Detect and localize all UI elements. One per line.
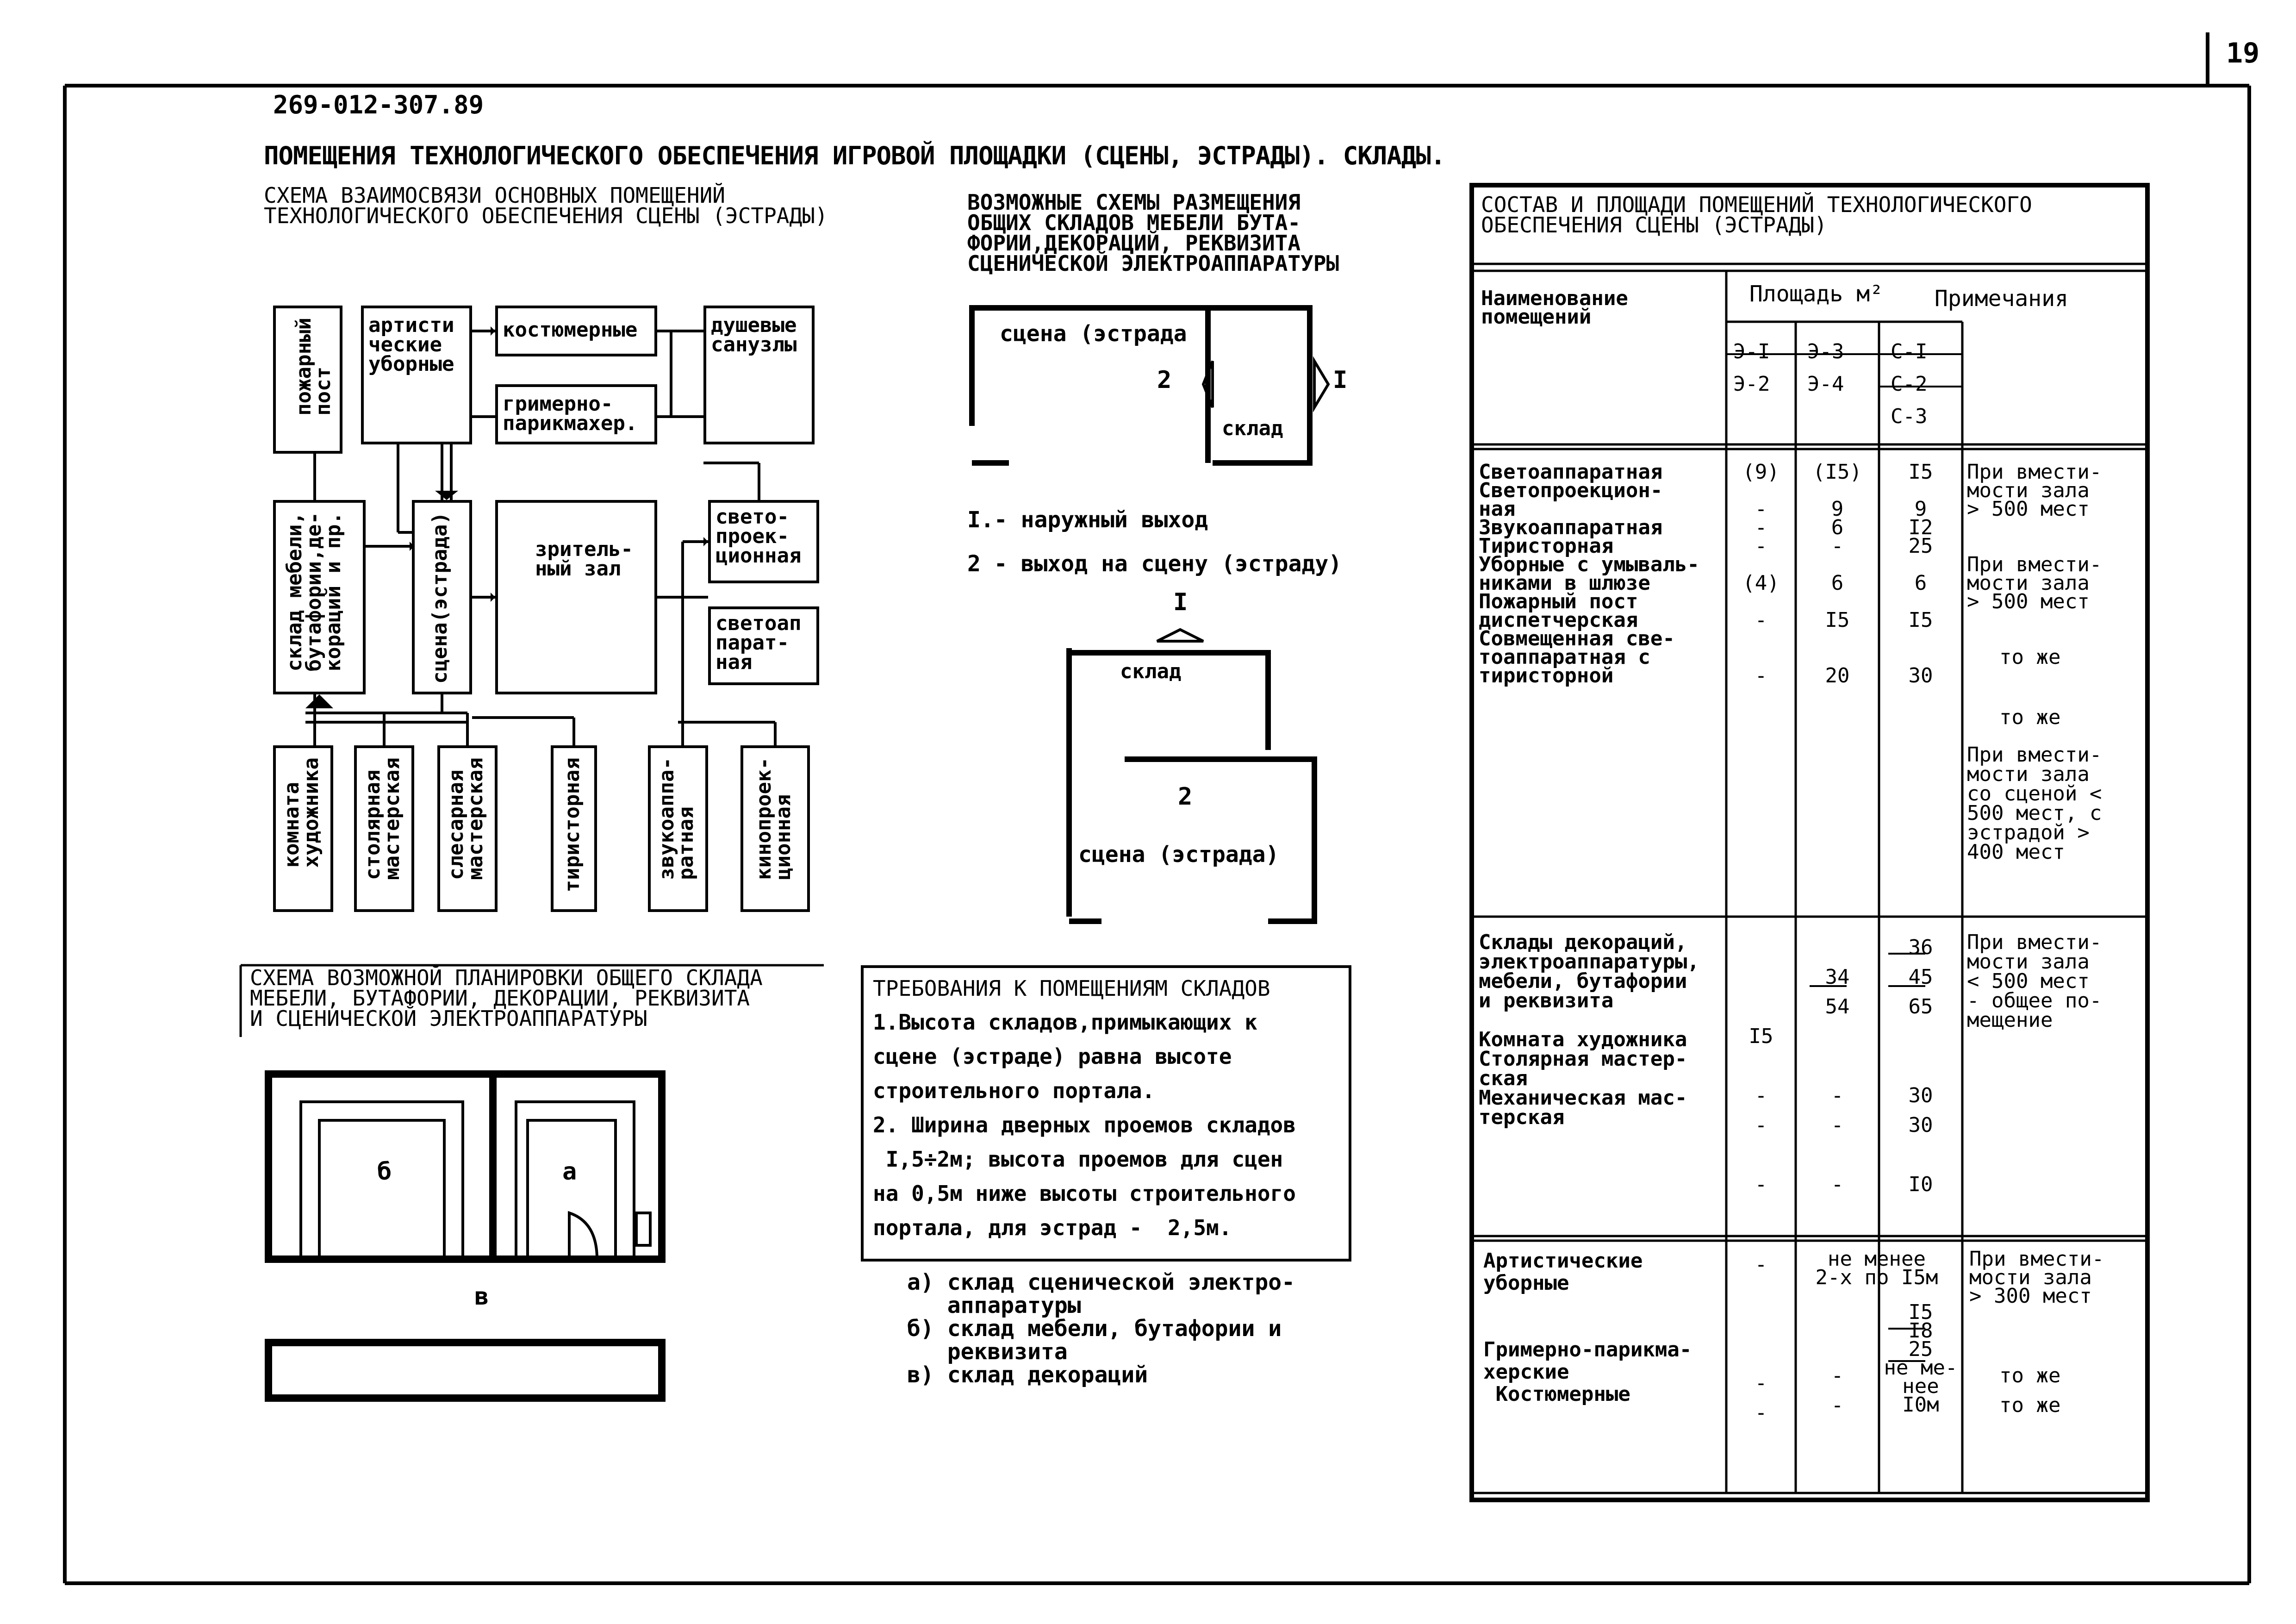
requirements-text: 1.Высота складов,примыкающих к сцене (эс… (873, 1010, 1296, 1240)
scheme3-title: СХЕМА ВОЗМОЖНОЙ ПЛАНИРОВКИ ОБЩЕГО СКЛАДА… (250, 965, 763, 1031)
header-area: Площадь м² (1749, 281, 1883, 307)
group3-note-2: то же то же (1999, 1364, 2061, 1417)
group1-note-2: При вмести- мости зала > 500 мест (1967, 553, 2102, 613)
room-thyristor: тиристорная (551, 745, 597, 912)
scheme2-stage2-label: сцена (эстрада) (1078, 842, 1279, 868)
room-cinema-projection: кинопроек- ционная (740, 745, 810, 912)
scheme2-store-label: склад (1222, 417, 1283, 440)
room-artist-dressing: артисти ческие уборные (361, 306, 472, 444)
group1-names: Светоаппаратная Светопроекцион- ная Звук… (1479, 460, 1699, 687)
group2-note: При вмести- мости зала < 500 мест - обще… (1967, 931, 2102, 1032)
scheme2-legend-2: 2 - выход на сцену (эстраду) (967, 551, 1342, 577)
scheme3-room-v-label: в (474, 1283, 489, 1311)
group1-col1: (9) - - - (4) - - (1742, 460, 1780, 687)
room-label: душевые санузлы (711, 313, 797, 356)
room-carpentry: столярная мастерская (354, 745, 414, 912)
scheme2-exit2-label: 2 (1157, 366, 1172, 394)
room-label: гримерно- парикмахер. (503, 392, 638, 435)
page-number: 19 (2226, 37, 2260, 69)
room-costume: костюмерные (495, 306, 657, 356)
group3-names: Артистические уборные Гримерно-парикма- … (1483, 1249, 1692, 1406)
room-light-apparatus: светоап парат- ная (708, 606, 819, 685)
scheme2-top-exit-label: I (1173, 588, 1188, 616)
room-label: артисти ческие уборные (368, 313, 454, 376)
room-shower: душевые санузлы (703, 306, 815, 444)
requirements-title: ТРЕБОВАНИЯ К ПОМЕЩЕНИЯМ СКЛАДОВ (873, 976, 1270, 1001)
requirements-legend: а) склад сценической электро- аппаратуры… (907, 1269, 1295, 1388)
scheme3-room-b-label: б (377, 1158, 392, 1186)
table-title: СОСТАВ И ПЛОЩАДИ ПОМЕЩЕНИЙ ТЕХНОЛОГИЧЕСК… (1481, 192, 2032, 237)
group2-names: Склады декораций, электроаппаратуры, меб… (1479, 931, 1699, 1129)
room-light-projection: свето- проек- ционная (708, 500, 819, 583)
scheme2-title: ВОЗМОЖНЫЕ СХЕМЫ РАЗМЕЩЕНИЯ ОБЩИХ СКЛАДОВ… (967, 190, 1339, 276)
scheme2-store2-label: склад (1120, 660, 1182, 683)
room-label: зритель- ный зал (535, 537, 633, 581)
room-label: светоап парат- ная (716, 612, 802, 674)
group3-col2: - - (1831, 1364, 1844, 1417)
page-title: ПОМЕЩЕНИЯ ТЕХНОЛОГИЧЕСКОГО ОБЕСПЕЧЕНИЯ И… (264, 141, 1445, 170)
room-label: свето- проек- ционная (716, 505, 802, 568)
room-label: костюмерные (503, 318, 638, 342)
group2-col3: 36 45 65 30 30 I0 (1908, 936, 1933, 1196)
group1-note-4: то же (1999, 706, 2061, 729)
group1-note-3: то же (1999, 645, 2061, 669)
scheme2-legend-1: I.- наружный выход (967, 507, 1208, 533)
room-artist-workshop: комната художника (273, 745, 333, 912)
room-auditorium: зритель- ный зал (495, 500, 657, 694)
scheme1-title: СХЕМА ВЗАИМОСВЯЗИ ОСНОВНЫХ ПОМЕЩЕНИЙ ТЕХ… (264, 183, 828, 228)
group3-col3: I5 I8 25 не ме- нее I0м (1884, 1300, 1958, 1417)
group1-col3: I5 9 I2 25 6 I5 30 (1908, 460, 1933, 687)
group1-col2: (I5) 9 6 - 6 I5 20 (1813, 460, 1862, 687)
room-locksmith: слесарная мастерская (437, 745, 498, 912)
group2-col2: 34 54 - - - (1825, 965, 1850, 1196)
room-fire-post: пожарный пост (273, 306, 342, 454)
room-sound: звукоаппа- ратная (648, 745, 708, 912)
header-col2: Э-3 Э-4 (1807, 340, 1844, 396)
scheme2-exit2b-label: 2 (1178, 783, 1193, 811)
group3-col1: - - - (1755, 1253, 1767, 1424)
group3-col2-span: не менее 2-х по I5м (1815, 1247, 1938, 1289)
scheme3-room-a-label: а (562, 1158, 577, 1186)
scheme2-stage-label: сцена (эстрада (1000, 321, 1187, 347)
scheme2-exit1-label: I (1333, 366, 1348, 394)
header-col3: С-I С-2 С-3 (1891, 340, 1928, 428)
header-notes: Примечания (1935, 286, 2068, 312)
room-storage: склад мебели, бутафории,де- кораций и пр… (273, 500, 366, 694)
document-code: 269-012-307.89 (273, 90, 484, 119)
header-name: Наименование помещений (1481, 287, 1628, 329)
group1-note-5: При вмести- мости зала со сценой < 500 м… (1967, 743, 2102, 864)
room-makeup: гримерно- парикмахер. (495, 384, 657, 444)
room-stage: сцена(эстрада) (412, 500, 472, 694)
header-col1: Э-I Э-2 (1733, 340, 1770, 396)
requirements-box: ТРЕБОВАНИЯ К ПОМЕЩЕНИЯМ СКЛАДОВ 1.Высота… (861, 965, 1351, 1262)
group2-col1: I5 - - - (1748, 1024, 1773, 1196)
group3-note-1: При вмести- мости зала > 300 мест (1969, 1247, 2104, 1308)
group1-note-1: При вмести- мости зала > 500 мест (1967, 460, 2102, 521)
